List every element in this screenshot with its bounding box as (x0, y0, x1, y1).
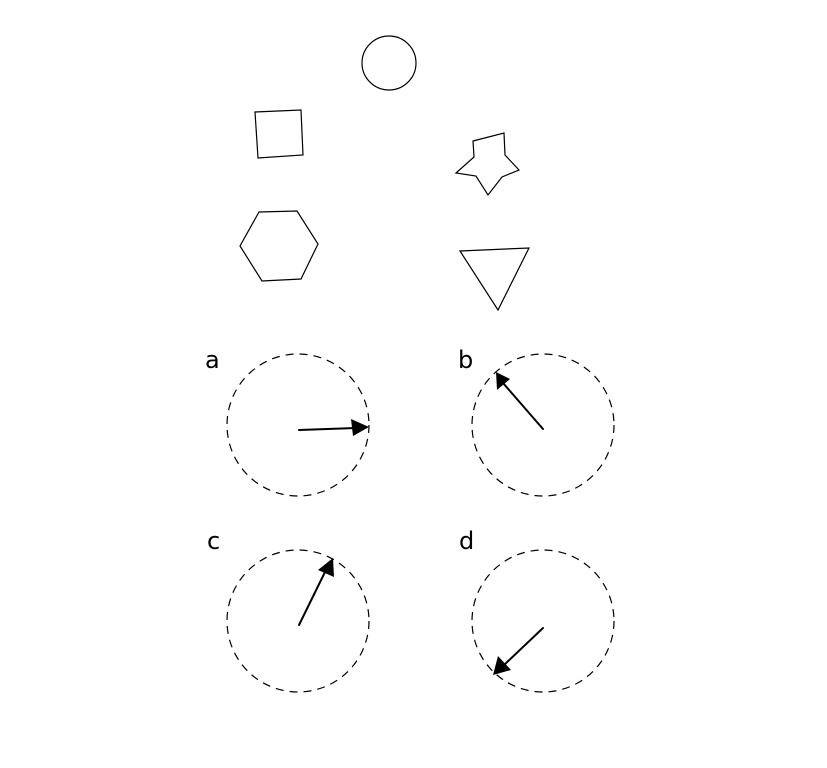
dial-arrowhead-d (493, 656, 511, 675)
dial-arrow-line-c (298, 569, 327, 626)
dial-circle-a (226, 353, 370, 497)
dial-arrow-line-d (502, 627, 544, 667)
dial-a: a (205, 346, 370, 497)
dial-circle-d (471, 549, 615, 693)
star-shape (454, 132, 521, 197)
circle-shape (361, 35, 417, 91)
square-shape (254, 109, 304, 159)
shapes-group (239, 35, 530, 312)
triangle-shape (458, 247, 530, 312)
dial-label-d: d (459, 527, 474, 555)
dial-circle-c (226, 549, 370, 693)
dial-arrow-line-b (502, 382, 544, 430)
dial-label-c: c (207, 527, 220, 555)
dial-d: d (459, 527, 615, 693)
dial-arrow-line-a (298, 427, 357, 431)
dial-arrowhead-a (351, 419, 369, 436)
dial-arrowhead-b (496, 372, 510, 390)
hexagon-shape (239, 210, 319, 282)
dial-arrowhead-c (318, 558, 334, 577)
dial-b: b (458, 346, 615, 497)
dial-label-a: a (205, 346, 220, 374)
dial-label-b: b (458, 346, 473, 374)
dial-c: c (207, 527, 370, 693)
dial-circle-b (471, 353, 615, 497)
